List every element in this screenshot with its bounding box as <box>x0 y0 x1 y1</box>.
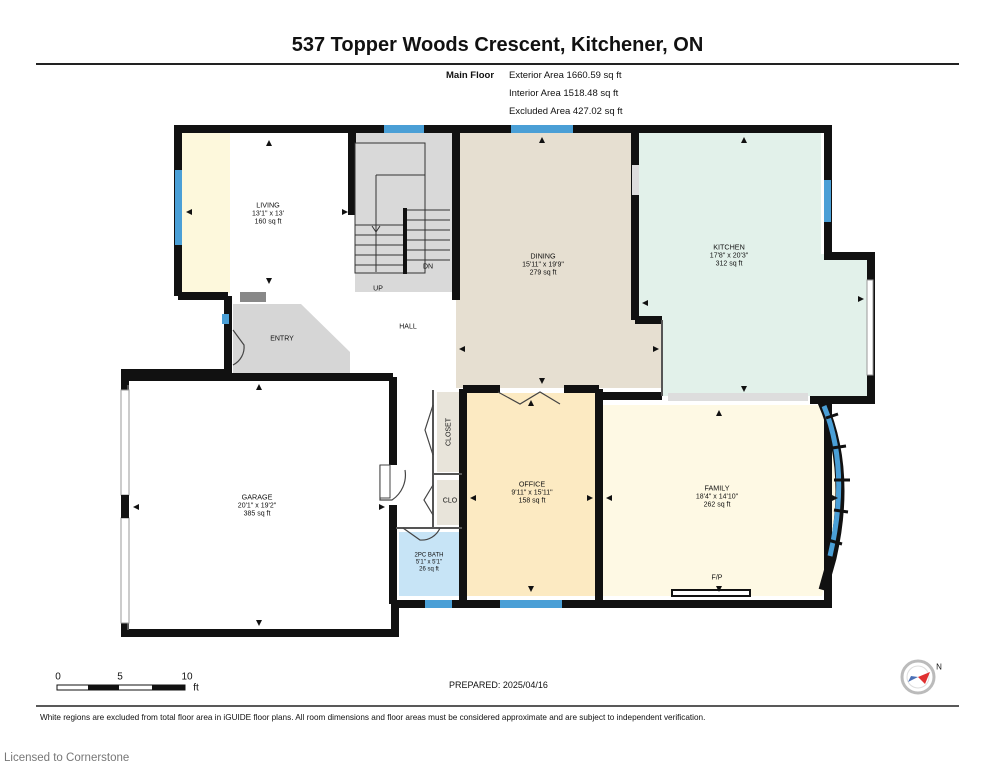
room-dims: 18'4" x 14'10" <box>695 492 739 500</box>
fireplace-label: F/P <box>711 574 723 582</box>
room-label-garage: GARAGE 20'1" x 19'2" 385 sq ft <box>238 493 276 519</box>
doors <box>232 329 561 541</box>
title-rule <box>36 63 959 65</box>
interior-area: Interior Area 1518.48 sq ft <box>509 88 619 99</box>
room-area: 160 sq ft <box>254 218 282 226</box>
room-area: 312 sq ft <box>715 260 743 268</box>
scale-tick-0: 0 <box>55 671 61 683</box>
dimension-arrows <box>133 137 864 626</box>
room-dims: 15'11" x 19'9" <box>522 260 564 268</box>
room-label-dining: DINING 15'11" x 19'9" 279 sq ft <box>522 252 564 278</box>
prepared-date: PREPARED: 2025/04/16 <box>449 680 548 690</box>
room-dims: 20'1" x 19'2" <box>237 501 277 509</box>
stairs-up-label: UP <box>373 285 383 293</box>
compass-north-label: N <box>936 662 942 672</box>
room-name: KITCHEN <box>713 242 745 252</box>
clo-fill <box>437 480 460 525</box>
room-area: 385 sq ft <box>243 510 271 518</box>
room-name: GARAGE <box>241 492 273 502</box>
room-name: 2PC BATH <box>414 552 444 559</box>
walls <box>121 125 875 637</box>
closet-label: CLOSET <box>445 417 453 447</box>
closet-fill <box>437 392 460 472</box>
room-name: FAMILY <box>704 483 730 493</box>
compass-icon <box>900 659 936 695</box>
room-dims: 5'1" x 5'1" <box>415 559 443 566</box>
room-name: LIVING <box>256 200 280 210</box>
scale-unit: ft <box>193 682 199 694</box>
room-dims: 17'8" x 20'3" <box>709 251 749 259</box>
room-area: 262 sq ft <box>703 501 731 509</box>
kitchen-fill <box>639 133 867 396</box>
room-name: DINING <box>530 251 556 261</box>
floor-name: Main Floor <box>446 70 495 81</box>
fireplace <box>671 589 751 597</box>
watermark: Licensed to Cornerstone <box>4 752 130 764</box>
dining-room-fill <box>456 133 662 388</box>
stairs <box>354 142 450 274</box>
room-area: 158 sq ft <box>518 497 546 505</box>
clo-label: CLO <box>442 497 458 505</box>
windows <box>175 125 831 608</box>
room-name: OFFICE <box>518 479 546 489</box>
room-label-family: FAMILY 18'4" x 14'10" 262 sq ft <box>696 484 738 510</box>
excluded-area: Excluded Area 427.02 sq ft <box>509 106 623 117</box>
exterior-area: Exterior Area 1660.59 sq ft <box>509 70 622 81</box>
entry-label: ENTRY <box>270 335 294 343</box>
room-area: 26 sq ft <box>419 566 439 573</box>
hall-label: HALL <box>399 323 417 331</box>
family-room-fill <box>603 405 840 596</box>
room-dims: 13'1" x 13' <box>251 209 285 217</box>
disclaimer: White regions are excluded from total fl… <box>40 713 706 722</box>
plan-title: 537 Topper Woods Crescent, Kitchener, ON <box>291 34 704 56</box>
garage-fill <box>129 383 387 629</box>
room-label-office: OFFICE 9'11" x 15'11" 158 sq ft <box>511 480 552 506</box>
room-area: 279 sq ft <box>529 269 557 277</box>
room-label-kitchen: KITCHEN 17'8" x 20'3" 312 sq ft <box>710 243 748 269</box>
bath-fill <box>399 532 459 596</box>
entry-fill <box>233 304 350 373</box>
room-dims: 9'11" x 15'11" <box>511 488 553 496</box>
scale-tick-10: 10 <box>181 671 193 683</box>
stairs-down-label: DN <box>422 263 434 271</box>
room-label-bath: 2PC BATH 5'1" x 5'1" 26 sq ft <box>415 553 444 574</box>
room-label-living: LIVING 13'1" x 13' 160 sq ft <box>252 201 284 227</box>
scale-bar <box>56 684 186 691</box>
scale-tick-5: 5 <box>117 671 123 683</box>
office-fill <box>467 393 596 596</box>
